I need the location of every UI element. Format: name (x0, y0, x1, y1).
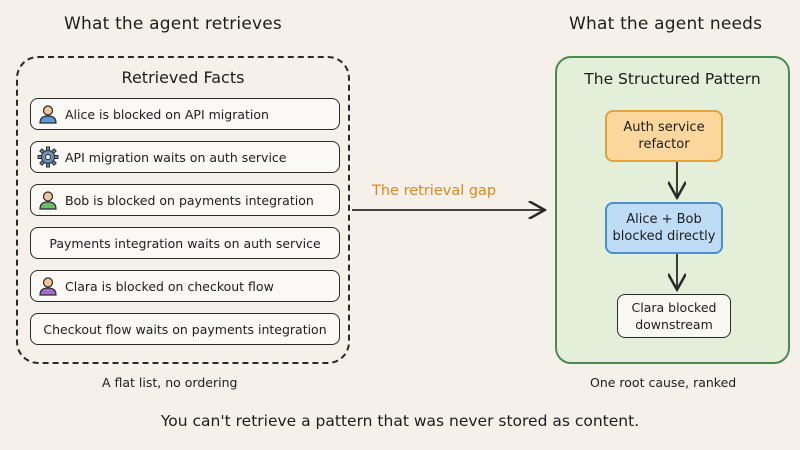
retrieval-gap-label: The retrieval gap (372, 183, 497, 199)
retrieved-facts-title: Retrieved Facts (121, 68, 245, 87)
root-cause-text: Auth service refactor (623, 120, 705, 152)
fact-item: Clara is blocked on checkout flow (30, 270, 340, 302)
direct-blocked-node: Alice + Bob blocked directly (605, 202, 723, 254)
fact-text: Clara is blocked on checkout flow (65, 278, 274, 294)
root-cause-node: Auth service refactor (605, 110, 723, 162)
fact-item: API migration waits on auth service (30, 141, 340, 173)
structured-pattern-panel: The Structured Pattern Auth service refa… (555, 56, 790, 364)
retrieved-facts-panel: Retrieved Facts Alice is blocked on API … (16, 56, 350, 364)
left-caption: A flat list, no ordering (102, 375, 238, 390)
fact-text: Checkout flow waits on payments integrat… (43, 321, 327, 337)
fact-text: Alice is blocked on API migration (65, 106, 269, 122)
fact-text: API migration waits on auth service (65, 149, 287, 165)
fact-text: Payments integration waits on auth servi… (49, 235, 321, 251)
person-icon (39, 105, 57, 124)
footer-statement: You can't retrieve a pattern that was ne… (160, 412, 640, 430)
gear-icon (37, 146, 59, 168)
fact-item: Checkout flow waits on payments integrat… (30, 313, 340, 345)
downstream-node: Clara blocked downstream (617, 294, 731, 338)
fact-item: Payments integration waits on auth servi… (30, 227, 340, 259)
fact-item: Bob is blocked on payments integration (30, 184, 340, 216)
fact-item: Alice is blocked on API migration (30, 98, 340, 130)
structured-pattern-title: The Structured Pattern (584, 70, 761, 88)
right-heading: What the agent needs (569, 14, 763, 34)
left-heading: What the agent retrieves (64, 14, 282, 34)
downstream-text: Clara blocked downstream (631, 300, 717, 332)
person-icon (39, 191, 57, 210)
direct-blocked-text: Alice + Bob blocked directly (612, 212, 716, 244)
person-icon (39, 277, 57, 296)
right-caption: One root cause, ranked (590, 375, 737, 390)
fact-text: Bob is blocked on payments integration (65, 192, 314, 208)
